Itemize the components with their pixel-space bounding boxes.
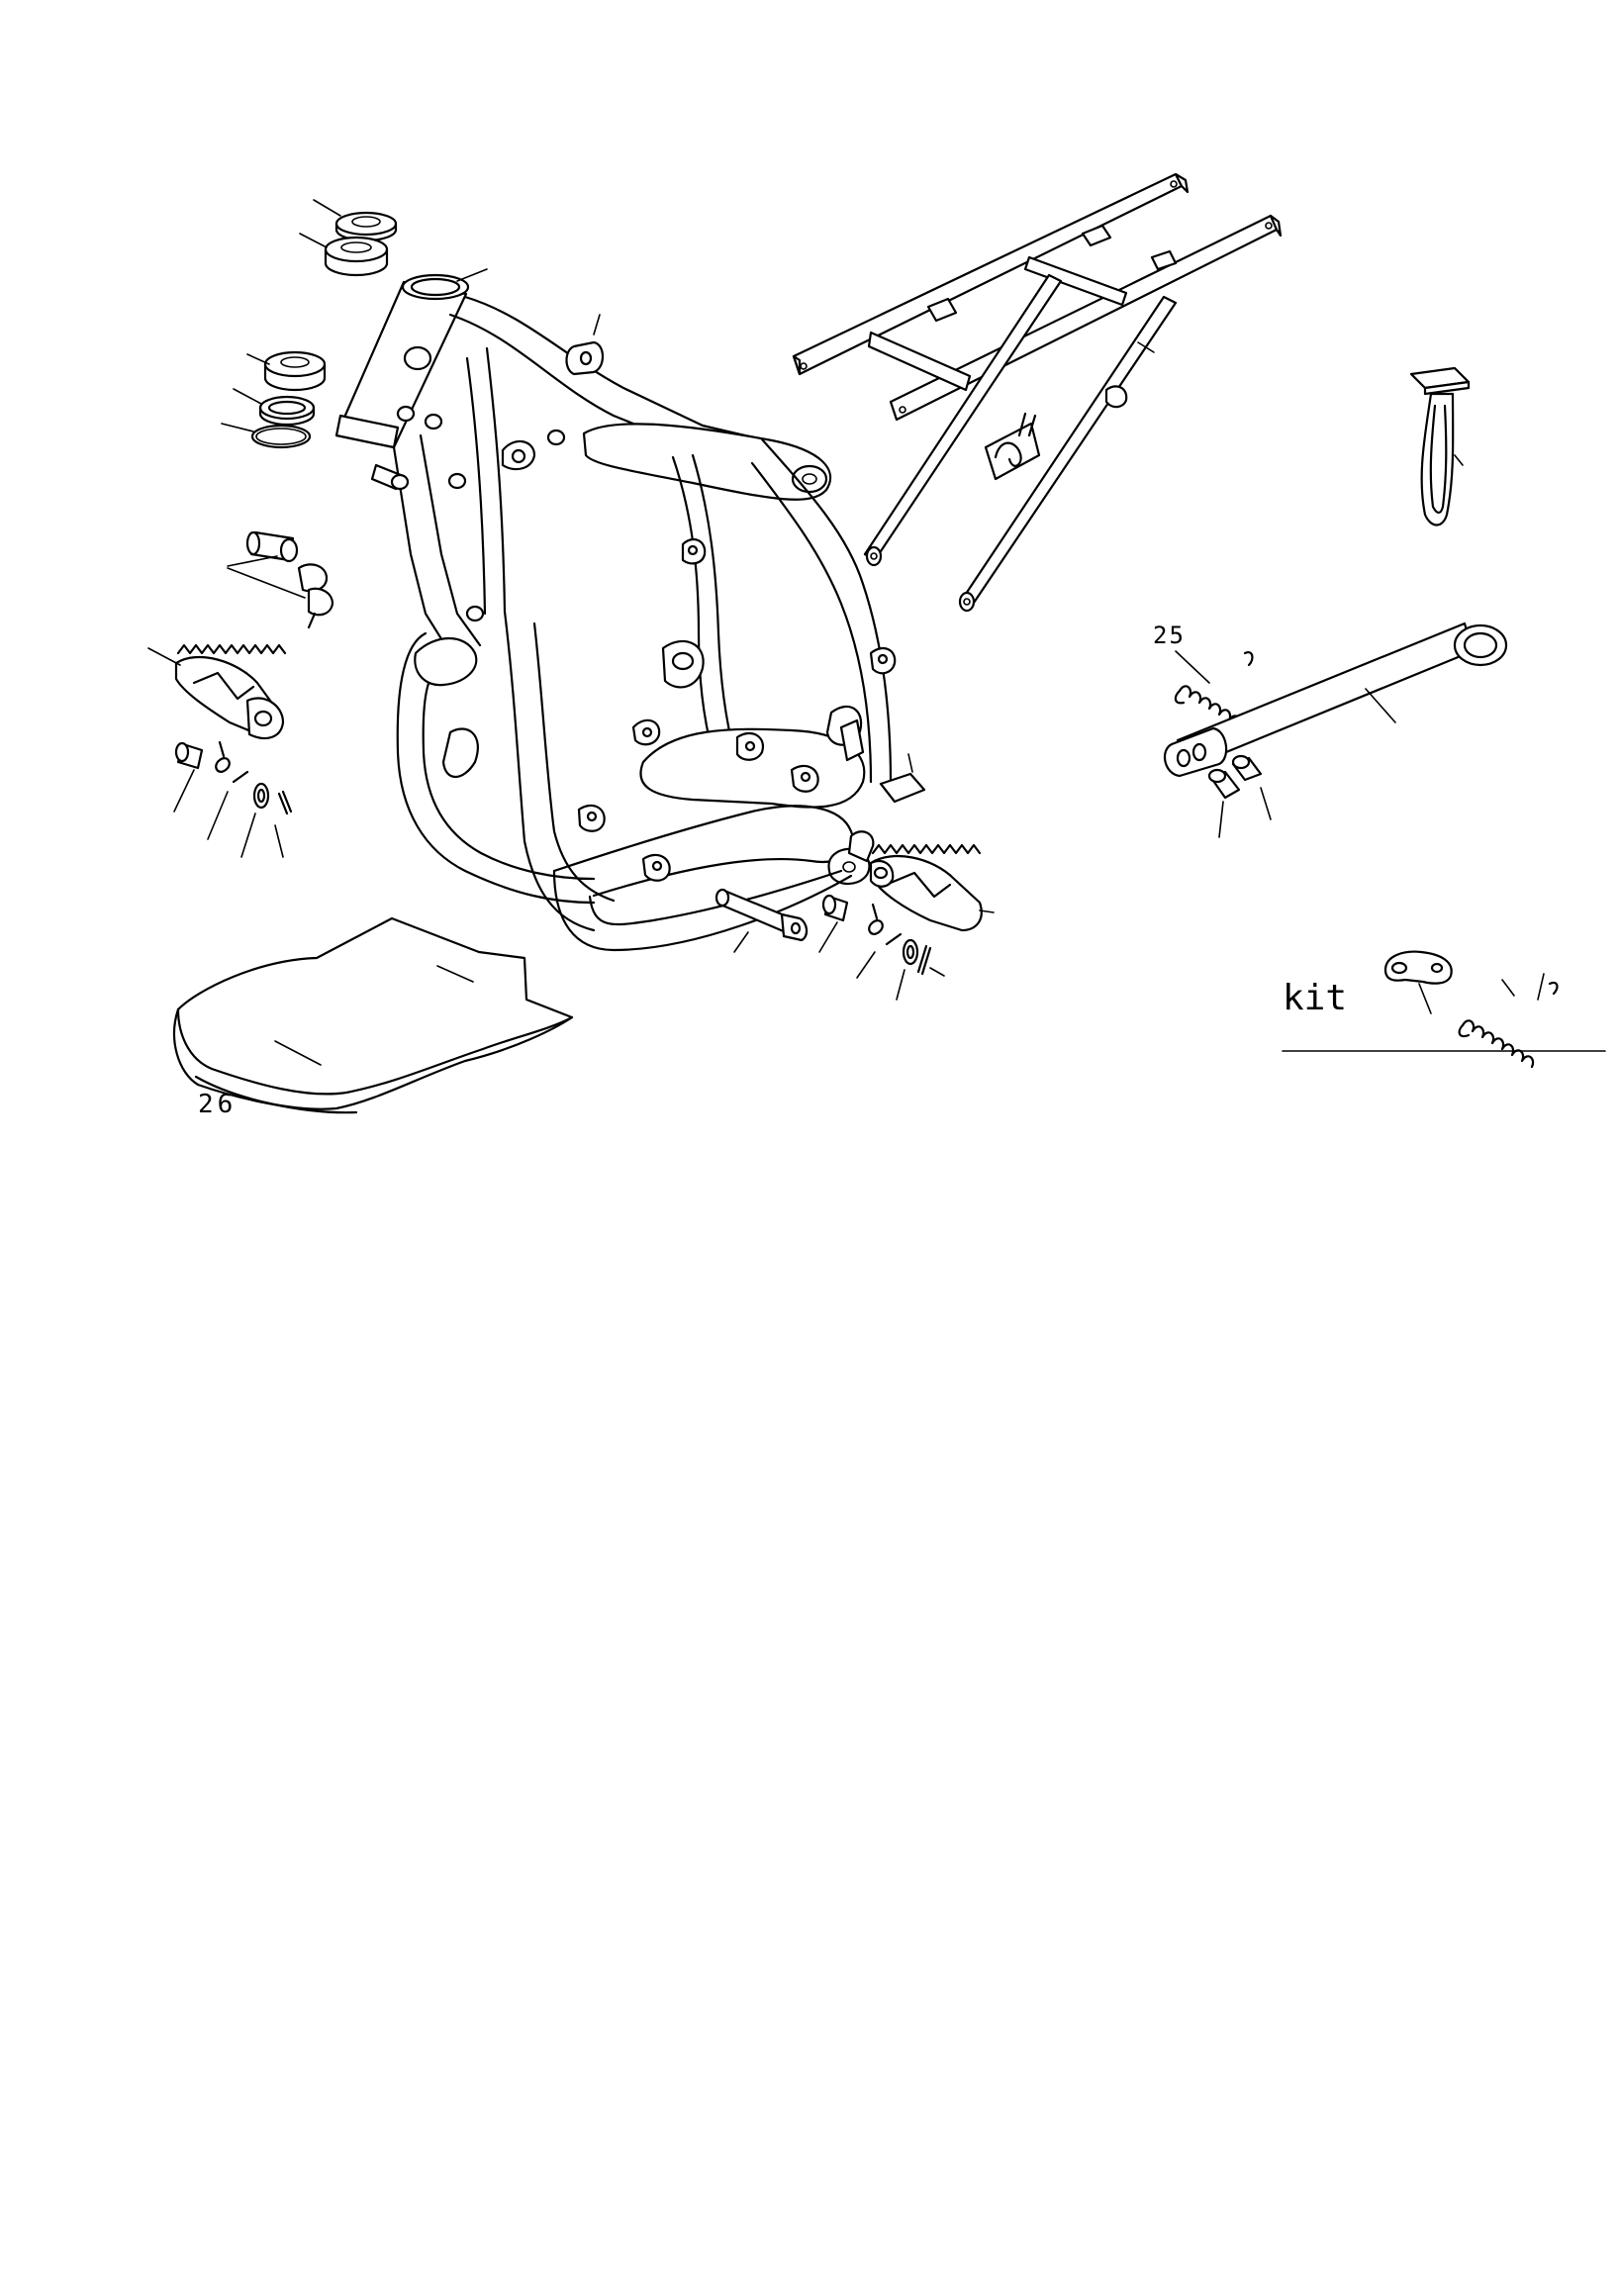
frame-spacer: [565, 314, 605, 376]
rear-subframe: [792, 172, 1283, 613]
leader-line: [221, 423, 254, 432]
leader-line: [246, 353, 270, 365]
skid-plate: [173, 916, 574, 1114]
leader-line: [299, 233, 328, 248]
left-peg-pin: [173, 741, 204, 813]
lower-bearing: [263, 350, 327, 392]
left-footpeg: [147, 643, 287, 740]
right-peg-spring: [856, 903, 903, 979]
leader-line: [233, 388, 262, 405]
skid-plate-label: 26: [198, 1090, 237, 1119]
right-peg-washer: [896, 938, 919, 1001]
upper-bearing: [324, 236, 389, 277]
left-peg-cotter-pin: [274, 790, 293, 858]
left-peg-spring: [207, 740, 249, 840]
leader-line: [313, 199, 341, 217]
main-frame: [334, 273, 897, 952]
kit-label: kit: [1283, 978, 1347, 1018]
side-stand-nut: [1231, 754, 1272, 820]
dust-ring: [250, 424, 312, 449]
right-peg-cotter-pin: [916, 944, 945, 977]
leader-line: [456, 268, 488, 282]
kit-bracket: [1383, 950, 1453, 1014]
side-stand-bolt: [1207, 768, 1241, 838]
spring-part-label: 25: [1153, 622, 1186, 649]
frame-clip: [879, 753, 926, 804]
right-peg-pin: [818, 894, 849, 953]
swingarm-pivot-bolt: [714, 888, 809, 953]
left-peg-washer: [240, 782, 270, 858]
lower-bearing-seal: [258, 395, 316, 427]
subframe-clip: [984, 412, 1041, 481]
side-stand: [1163, 622, 1508, 778]
right-footpeg: [869, 843, 995, 932]
upper-bearing-seal: [334, 211, 398, 242]
side-plug-assembly: [227, 530, 334, 629]
t-handle-tool: [1409, 366, 1471, 526]
kit-spring: [1458, 973, 1559, 1069]
leader-line: [1175, 650, 1210, 684]
